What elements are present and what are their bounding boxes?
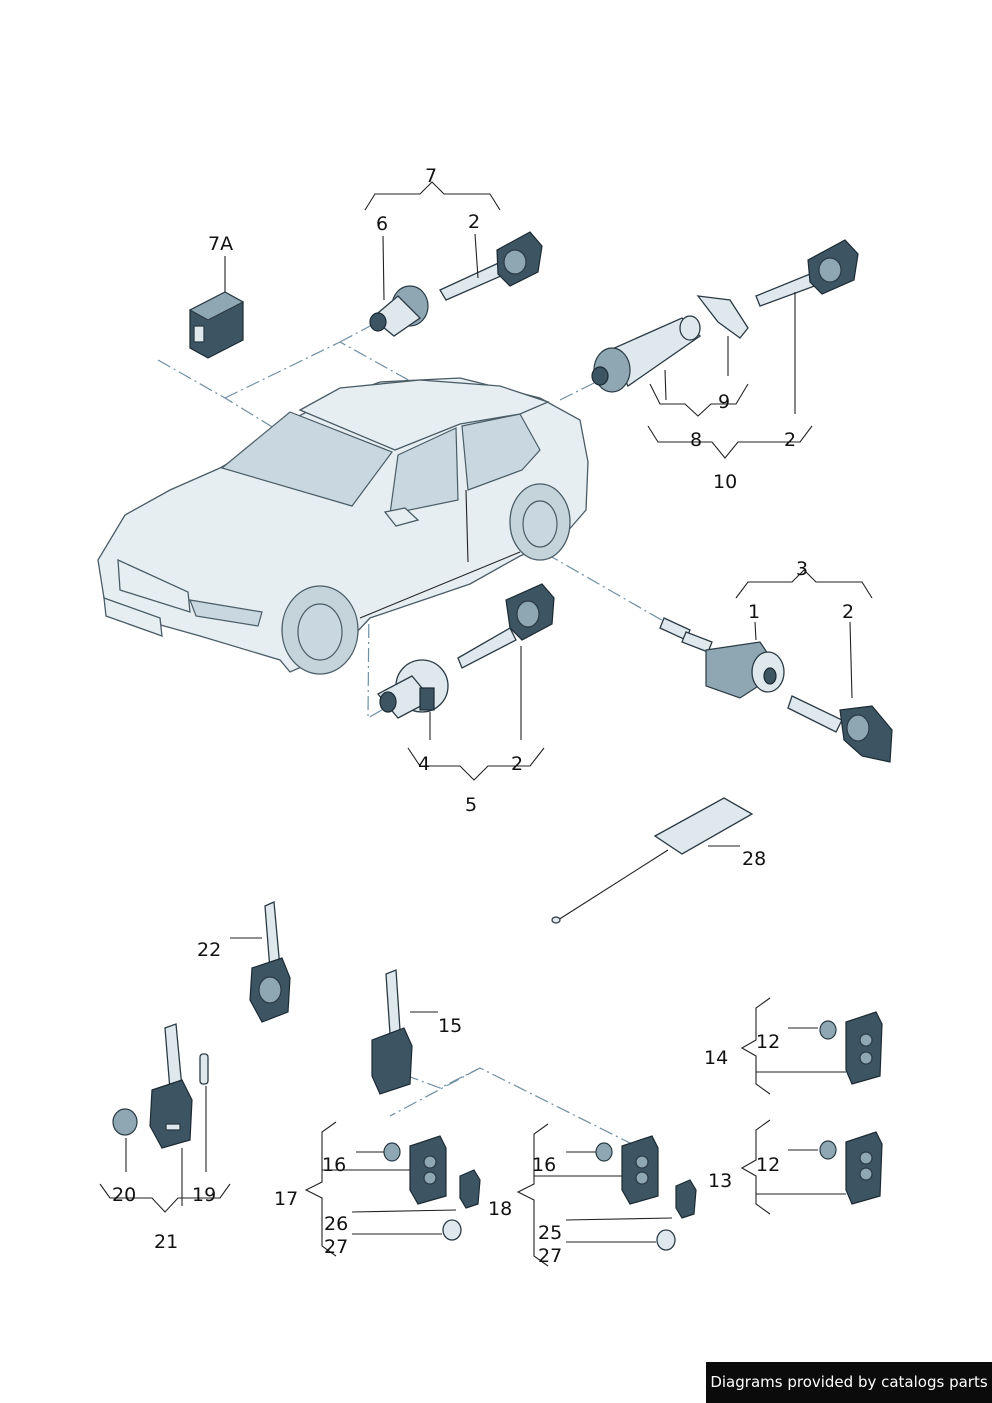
key-middle (457, 583, 555, 669)
label-19: 19 (192, 1184, 216, 1206)
label-13: 13 (708, 1170, 732, 1192)
lock-cylinder-4 (376, 659, 449, 719)
seal-9 (696, 295, 749, 339)
label-15: 15 (438, 1015, 462, 1037)
lock-cylinder-1 (659, 617, 785, 699)
label-26: 26 (324, 1213, 348, 1235)
label-2: 2 (468, 211, 480, 233)
remote-key-18 (595, 1135, 697, 1251)
credit-banner: Diagrams provided by catalogs parts (706, 1362, 992, 1403)
label-12: 12 (756, 1031, 780, 1053)
key-top (439, 231, 543, 301)
lock-cylinder-6 (369, 285, 429, 337)
label-18: 18 (488, 1198, 512, 1220)
label-14: 14 (704, 1047, 728, 1069)
label-3: 3 (796, 558, 808, 580)
part-labels: 7 6 2 7A 9 8 2 10 3 1 2 4 2 5 28 22 15 1… (112, 165, 854, 1267)
label-8: 8 (690, 429, 702, 451)
label-28: 28 (742, 848, 766, 870)
remote-key-13 (845, 1131, 883, 1205)
battery-12-bottom (819, 1140, 837, 1160)
label-10: 10 (713, 471, 737, 493)
label-4: 4 (418, 753, 430, 775)
label-6: 6 (376, 213, 388, 235)
key-21 (149, 1023, 193, 1149)
car-illustration (97, 377, 589, 675)
key-22 (249, 901, 291, 1023)
label-17: 17 (274, 1188, 298, 1210)
label-1: 1 (748, 601, 760, 623)
label-16: 16 (322, 1154, 346, 1176)
switch-part (188, 291, 245, 359)
label-21: 21 (154, 1231, 178, 1253)
remote-key-14 (845, 1011, 883, 1085)
battery-12-top (819, 1020, 837, 1040)
label-27: 27 (538, 1245, 562, 1267)
label-22: 22 (197, 939, 221, 961)
pin-19 (199, 1053, 209, 1085)
leader-lines (99, 181, 873, 1267)
battery-20 (112, 1108, 138, 1136)
cylinder-8 (591, 315, 702, 393)
label-27: 27 (324, 1236, 348, 1258)
label-20: 20 (112, 1184, 136, 1206)
remote-key-17 (383, 1135, 481, 1241)
label-5: 5 (465, 794, 477, 816)
label-7: 7 (425, 165, 437, 187)
label-9: 9 (718, 391, 730, 413)
label-16: 16 (532, 1154, 556, 1176)
label-25: 25 (538, 1222, 562, 1244)
key-right (787, 695, 893, 763)
label-2: 2 (842, 601, 854, 623)
label-7a: 7A (208, 233, 233, 255)
label-12: 12 (756, 1154, 780, 1176)
key-top-right (755, 239, 859, 307)
label-2: 2 (511, 753, 523, 775)
key-15 (371, 969, 413, 1095)
label-2: 2 (784, 429, 796, 451)
key-tag-28 (551, 797, 754, 924)
